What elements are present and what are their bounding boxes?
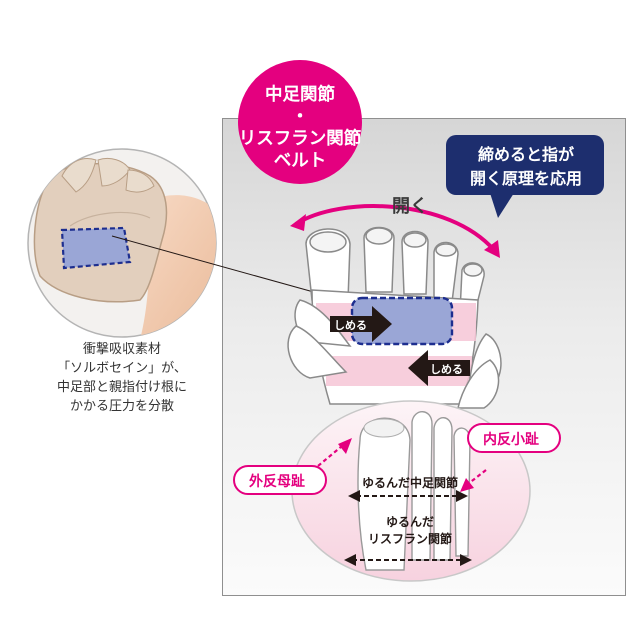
hallux-valgus-label: 外反母趾 [249, 471, 305, 491]
principle-bubble-text: 締めると指が 開く原理を応用 [450, 143, 602, 191]
belt-badge-line1: 中足関節 [222, 84, 378, 106]
sorbothane-pad-inset [62, 228, 130, 268]
caption-line1: 衝撃吸収素材 [22, 340, 222, 359]
relaxed-lisfranc-line1: ゆるんだ [350, 514, 470, 531]
caption-line2: 「ソルボセイン」が、 [22, 359, 222, 378]
caption-line3: 中足部と親指付け根に [22, 378, 222, 397]
principle-line2: 開く原理を応用 [450, 167, 602, 191]
belt-badge-line4: ベルト [222, 150, 378, 172]
caption: 衝撃吸収素材 「ソルボセイン」が、 中足部と親指付け根に かかる圧力を分散 [22, 340, 222, 416]
caption-line4: かかる圧力を分散 [22, 397, 222, 416]
relaxed-lisfranc-label: ゆるんだ リスフラン関節 [350, 514, 470, 548]
tighten-label-upper: しめる [334, 317, 367, 333]
relaxed-midfoot-label: ゆるんだ中足関節 [350, 474, 470, 491]
bunionette-label: 内反小趾 [483, 429, 539, 449]
relaxed-lisfranc-line2: リスフラン関節 [350, 531, 470, 548]
belt-badge-text: 中足関節 ・ リスフラン関節 ベルト [222, 84, 378, 172]
open-label: 開く [392, 192, 428, 218]
inset-photo [28, 149, 236, 340]
belt-badge-line3: リスフラン関節 [222, 128, 378, 150]
principle-line1: 締めると指が [450, 143, 602, 167]
tighten-label-lower: しめる [430, 361, 463, 377]
belt-badge-line2: ・ [222, 106, 378, 128]
